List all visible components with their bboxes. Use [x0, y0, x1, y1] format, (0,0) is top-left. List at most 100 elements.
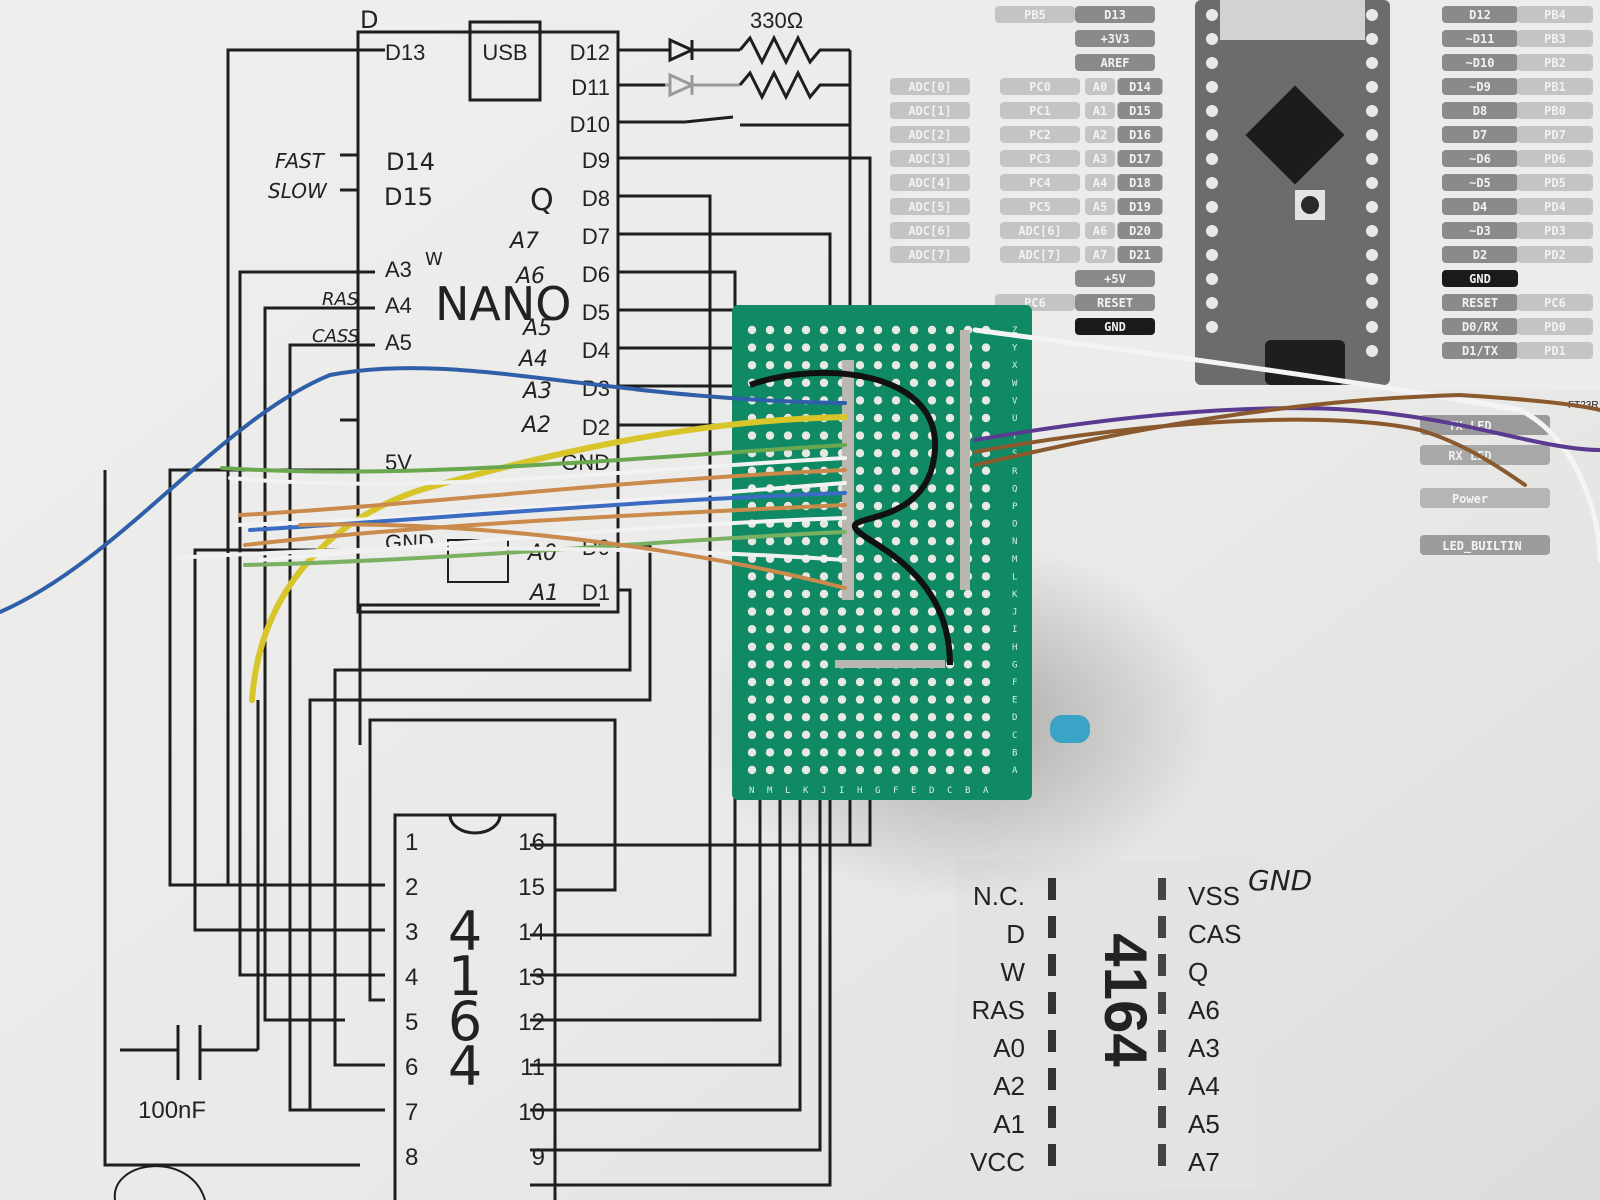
chip-left-pin-number: 2 [405, 874, 418, 901]
nano-pinout-right-label: ~D9 [1469, 80, 1491, 94]
pcb-hole [765, 361, 775, 370]
pcb-hole [873, 589, 883, 599]
hand-gnd-right: GND [1248, 864, 1312, 897]
nano-pinout-pill [1442, 342, 1518, 359]
pcb-hole [765, 642, 775, 651]
pcb-hole [801, 537, 811, 546]
pcb-hole [855, 343, 865, 352]
pcb-hole [981, 589, 991, 599]
pcb-hole [891, 325, 901, 335]
pcb-hole [819, 607, 829, 616]
pcb-row-letter: K [1012, 590, 1018, 600]
nano-pinout-pill [1075, 30, 1155, 47]
pcb-hole [909, 484, 919, 493]
nano-pinout-pill [1517, 174, 1593, 191]
pcb-hole [819, 730, 829, 739]
nano-pinout-left-label: D17 [1129, 152, 1151, 166]
pcb-row-letter: V [1012, 396, 1018, 406]
pcb-row-letter: U [1012, 414, 1017, 424]
nano-pin-pad [1206, 105, 1218, 117]
pcb-hole [891, 396, 901, 405]
chip-left-pin-number: 1 [405, 829, 418, 856]
nano-pinout-pill [1442, 174, 1518, 191]
nano-right-pin-label: D10 [570, 112, 610, 137]
pcb-hole [819, 589, 829, 599]
nano-pin-pad [1206, 297, 1218, 309]
pcb-hole [855, 431, 865, 440]
nano-pinout-pill [1117, 150, 1163, 167]
pcb-hole [855, 589, 865, 599]
pinout-4164-right-label: A5 [1188, 1109, 1220, 1139]
nano-pin-pad [1366, 105, 1378, 117]
pcb-hole [819, 695, 829, 704]
hand-q: Q [530, 183, 554, 218]
pcb-hole [765, 677, 775, 687]
nano-pin-pad [1206, 201, 1218, 213]
pinout-4164-right-pin [1158, 1068, 1166, 1090]
pcb-hole [747, 325, 757, 335]
pcb-hole [747, 343, 757, 352]
nano-pinout-pill [1085, 78, 1115, 95]
pcb-hole [837, 325, 847, 335]
nano-pinout-pill [1517, 30, 1593, 47]
pcb-hole [873, 449, 883, 458]
pcb-hole [891, 343, 901, 352]
pcb-hole [945, 607, 955, 616]
pcb-hole [891, 642, 901, 651]
nano-pinout-right-label: D2 [1473, 248, 1487, 262]
pcb-hole [927, 730, 937, 739]
pcb-hole [783, 625, 793, 634]
pcb-column-letter: L [785, 786, 790, 796]
pcb-hole [819, 431, 829, 440]
pinout-4164-left-pin [1048, 992, 1056, 1014]
pcb-hole [873, 642, 883, 651]
pcb-hole [819, 713, 829, 722]
nano-pin-pad [1206, 33, 1218, 45]
perfboard-body [732, 305, 1032, 800]
pcb-hole [837, 748, 847, 757]
pcb-hole [819, 519, 829, 528]
hand-nano: NANO [435, 277, 572, 331]
pcb-hole [927, 343, 937, 352]
pcb-hole [837, 607, 847, 616]
nano-pinout-right-label: PD5 [1544, 176, 1566, 190]
nano-pinout-left-label: PC1 [1029, 104, 1051, 118]
nano-pinout-pill [1517, 342, 1593, 359]
hand-a6: A6 [514, 264, 545, 289]
nano-pinout-right-label: PB2 [1544, 56, 1566, 70]
nano-pinout-right-label: PD2 [1544, 248, 1566, 262]
chip-right-pin-number: 10 [518, 1099, 545, 1126]
pcb-hole [801, 589, 811, 599]
pinout-4164-right-label: CAS [1188, 919, 1241, 949]
nano-pinout-pill [1442, 294, 1518, 311]
nano-board-image [1195, 0, 1390, 385]
pcb-hole [783, 431, 793, 440]
pcb-hole [819, 325, 829, 335]
pcb-hole [747, 572, 757, 581]
pcb-hole [981, 660, 991, 669]
pcb-row-letter: P [1012, 502, 1018, 512]
nano-pinout-right-label: D1/TX [1462, 344, 1499, 358]
pcb-hole [747, 589, 757, 599]
chip-left-pin-number: 6 [405, 1054, 418, 1081]
pcb-row-letter: C [1012, 731, 1017, 741]
nano-pin-pad [1366, 57, 1378, 69]
chip-right-pin-number: 13 [518, 964, 545, 991]
wire-white-1 [228, 456, 847, 486]
pcb-hole [783, 607, 793, 616]
pcb-hole [765, 730, 775, 739]
pinout-4164-right-pin [1158, 878, 1166, 900]
nano-pinout-left-label: A6 [1093, 224, 1107, 238]
pcb-hole [909, 519, 919, 528]
nano-pinout-pill [995, 6, 1075, 23]
nano-pinout-pill [1075, 318, 1155, 335]
schematic-components [665, 34, 850, 101]
pcb-column-letter: A [983, 786, 989, 796]
nano-pinout-left-label: A1 [1093, 104, 1107, 118]
nano-pinout-pill [1442, 222, 1518, 239]
pcb-hole [891, 449, 901, 458]
wire-blue-long [0, 366, 847, 614]
nano-pinout-right-label: PB3 [1544, 32, 1566, 46]
